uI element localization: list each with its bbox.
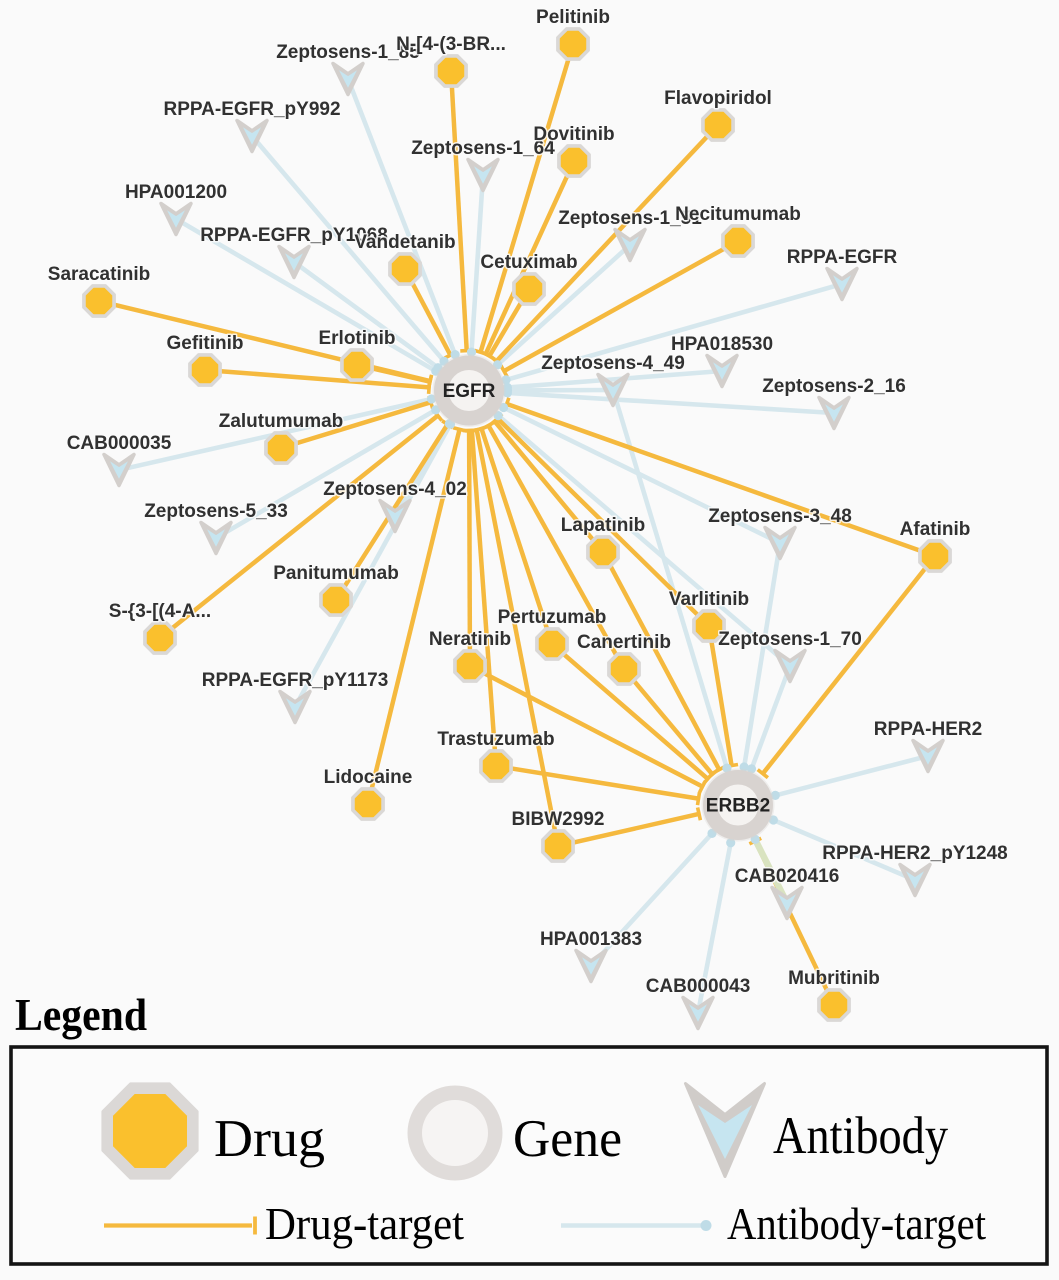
svg-text:RPPA-EGFR: RPPA-EGFR xyxy=(787,247,898,268)
svg-text:Antibody: Antibody xyxy=(773,1107,948,1165)
svg-text:CAB020416: CAB020416 xyxy=(735,866,840,887)
svg-text:Gefitinib: Gefitinib xyxy=(166,333,243,354)
svg-text:N-[4-(3-BR...: N-[4-(3-BR... xyxy=(396,34,506,55)
svg-text:Necitumumab: Necitumumab xyxy=(675,204,801,225)
svg-text:Dovitinib: Dovitinib xyxy=(533,124,614,145)
svg-text:ERBB2: ERBB2 xyxy=(706,796,770,817)
svg-text:CAB000035: CAB000035 xyxy=(67,433,172,454)
svg-text:Mubritinib: Mubritinib xyxy=(788,968,880,989)
svg-text:Saracatinib: Saracatinib xyxy=(48,264,150,285)
svg-text:Cetuximab: Cetuximab xyxy=(480,252,577,273)
svg-text:Drug: Drug xyxy=(214,1110,325,1168)
svg-text:Zeptosens-1_70: Zeptosens-1_70 xyxy=(718,629,862,650)
svg-text:Drug-target: Drug-target xyxy=(265,1199,464,1249)
svg-text:Gene: Gene xyxy=(513,1110,622,1168)
svg-text:Lidocaine: Lidocaine xyxy=(324,767,413,788)
svg-text:Trastuzumab: Trastuzumab xyxy=(437,729,554,750)
svg-text:Panitumumab: Panitumumab xyxy=(273,563,399,584)
svg-text:HPA001200: HPA001200 xyxy=(125,182,227,203)
svg-text:RPPA-EGFR_pY1173: RPPA-EGFR_pY1173 xyxy=(202,670,389,691)
svg-text:Zalutumumab: Zalutumumab xyxy=(219,411,344,432)
svg-text:Vandetanib: Vandetanib xyxy=(354,232,455,253)
svg-text:BIBW2992: BIBW2992 xyxy=(512,809,605,830)
svg-text:RPPA-EGFR_pY1068: RPPA-EGFR_pY1068 xyxy=(200,225,388,246)
svg-text:CAB000043: CAB000043 xyxy=(646,976,751,997)
svg-text:HPA018530: HPA018530 xyxy=(671,334,773,355)
svg-text:EGFR: EGFR xyxy=(443,381,496,402)
svg-text:RPPA-HER2_pY1248: RPPA-HER2_pY1248 xyxy=(822,843,1008,864)
svg-text:RPPA-HER2: RPPA-HER2 xyxy=(874,719,982,740)
svg-text:Zeptosens-1_64: Zeptosens-1_64 xyxy=(411,138,555,159)
svg-text:Flavopiridol: Flavopiridol xyxy=(664,88,772,109)
svg-text:Afatinib: Afatinib xyxy=(900,519,971,540)
svg-text:Canertinib: Canertinib xyxy=(577,632,671,653)
svg-text:Pertuzumab: Pertuzumab xyxy=(498,607,607,628)
svg-text:Legend: Legend xyxy=(15,990,147,1040)
svg-text:Pelitinib: Pelitinib xyxy=(536,7,610,28)
svg-text:Zeptosens-2_16: Zeptosens-2_16 xyxy=(762,376,906,397)
svg-text:Zeptosens-3_48: Zeptosens-3_48 xyxy=(708,506,852,527)
svg-text:Varlitinib: Varlitinib xyxy=(669,589,749,610)
svg-text:Zeptosens-1_51: Zeptosens-1_51 xyxy=(558,208,702,229)
svg-text:RPPA-EGFR_pY992: RPPA-EGFR_pY992 xyxy=(163,99,340,120)
svg-text:Lapatinib: Lapatinib xyxy=(561,515,645,536)
svg-text:Zeptosens-4_49: Zeptosens-4_49 xyxy=(541,353,685,374)
svg-text:Zeptosens-1_85: Zeptosens-1_85 xyxy=(276,42,420,63)
svg-text:HPA001383: HPA001383 xyxy=(540,929,642,950)
svg-text:Neratinib: Neratinib xyxy=(429,629,511,650)
svg-text:Antibody-target: Antibody-target xyxy=(727,1199,986,1249)
svg-text:Erlotinib: Erlotinib xyxy=(318,328,395,349)
svg-text:Zeptosens-5_33: Zeptosens-5_33 xyxy=(144,501,288,522)
svg-text:Zeptosens-4_02: Zeptosens-4_02 xyxy=(323,479,467,500)
svg-text:S-{3-[(4-A...: S-{3-[(4-A... xyxy=(109,601,211,622)
